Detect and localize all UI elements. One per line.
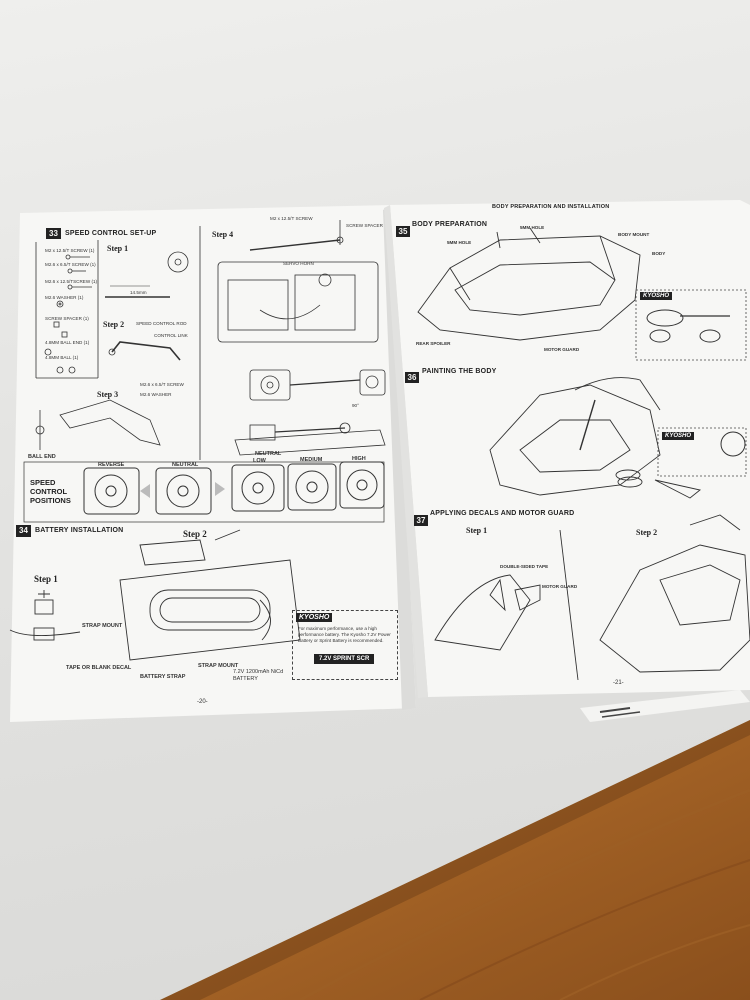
battery-strap-label: BATTERY STRAP <box>140 674 186 680</box>
section33-drawings <box>35 226 201 460</box>
speed-control-rod-label: SPEED CONTROL ROD <box>136 321 187 326</box>
body-label: BODY <box>652 251 666 256</box>
section-title-body-prep: BODY PREPARATION <box>412 221 488 228</box>
washer-step3-label: M2.6 WASHER <box>140 392 172 397</box>
part-6: 4.8MM BALL END (1) <box>45 340 90 345</box>
pos-medium: MEDIUM <box>300 457 323 463</box>
decals-step2: Step 2 <box>636 528 658 537</box>
part-3: M2.6 x 12.5/TSCREW (1) <box>45 279 98 284</box>
paper-scrap <box>580 690 750 722</box>
kyosho-logo-2: KYOSHO <box>640 292 673 300</box>
section-title-painting: PAINTING THE BODY <box>422 368 497 375</box>
right-header: BODY PREPARATION AND INSTALLATION <box>492 204 610 210</box>
part-1: M2 x 12.5/T SCREW (1) <box>45 248 95 253</box>
battery-step1: Step 1 <box>34 574 58 584</box>
speed-control-position-diagram <box>23 461 385 523</box>
control-link-label: CONTROL LINK <box>154 333 188 338</box>
motor-guard-label: MOTOR GUARD <box>544 347 580 352</box>
step4-label: Step 4 <box>212 230 234 239</box>
battery-step2: Step 2 <box>183 529 207 539</box>
pos-reverse: REVERSE <box>98 462 125 468</box>
part-7: 4.8MM BALL (1) <box>45 355 79 360</box>
body-mount-label: BODY MOUNT <box>618 232 650 237</box>
kyosho-note-box <box>292 610 398 680</box>
battery-label: 7.2V 1200mAh NiCd BATTERY <box>233 669 284 682</box>
tape-decal-label: TAPE OR BLANK DECAL <box>66 665 132 671</box>
step2-label: Step 2 <box>103 320 125 329</box>
screw-spacer-label: SCREW SPACER <box>346 223 383 228</box>
section-number-34: 34 <box>16 525 31 537</box>
battery-drawing <box>9 529 301 661</box>
motor-guard-label-2: MOTOR GUARD <box>542 584 578 589</box>
section-number-35: 35 <box>396 226 410 237</box>
strap-mount-label: STRAP MOUNT <box>82 623 123 629</box>
top-screw-label: M2 x 12.5/T SCREW <box>270 216 313 221</box>
right-page-number: -21- <box>613 680 624 686</box>
kyosho-logo: KYOSHO <box>296 613 333 622</box>
hole-label-1: 5MM HOLE <box>520 225 545 230</box>
step1-label: Step 1 <box>107 244 129 253</box>
kyosho-note-text: For maximum performance, use a high perf… <box>298 626 391 643</box>
step4-servo-drawing <box>217 220 386 456</box>
screw-step3-label: M2.6 x 6.5/T SCREW <box>140 382 184 387</box>
rear-spoiler-label: REAR SPOILER <box>416 341 451 346</box>
angle-label: 90° <box>352 403 359 408</box>
pos-high: HIGH <box>352 456 366 462</box>
section-number-36: 36 <box>405 372 419 383</box>
part-5: SCREW SPACER (1) <box>45 316 89 321</box>
pos-neutral: NEUTRAL <box>172 462 199 468</box>
left-page-number: -20- <box>197 699 208 705</box>
double-sided-tape-label: DOUBLE-SIDED TAPE <box>500 564 549 569</box>
part-4: M2.6 WASHER (1) <box>45 295 84 300</box>
hole-label-2: 5MM HOLE <box>447 240 472 245</box>
section-title-speed-control: SPEED CONTROL SET-UP <box>65 230 157 237</box>
battery-pack-image: 7.2V SPRINT SCR <box>314 654 375 664</box>
decals-step1: Step 1 <box>466 526 488 535</box>
step3-label: Step 3 <box>97 390 119 399</box>
kyosho-logo-3: KYOSHO <box>662 432 695 440</box>
section-number-37: 37 <box>414 515 428 526</box>
positions-label: SPEED CONTROL POSITIONS <box>30 478 71 505</box>
servo-horn-label: SERVO HORN <box>283 261 314 266</box>
dimension-label: 14.5mm <box>130 290 147 295</box>
ball-end-label: BALL END <box>28 454 56 460</box>
section-number-33: 33 <box>46 228 61 239</box>
pos-neutral-2: NEUTRAL <box>255 451 282 457</box>
part-2: M2.6 x 6.5/T SCREW (1) <box>45 262 96 267</box>
section-title-battery: BATTERY INSTALLATION <box>35 527 124 534</box>
section-title-decals: APPLYING DECALS AND MOTOR GUARD <box>430 510 575 517</box>
pos-low: LOW <box>253 458 266 464</box>
strap-mount-2-label: STRAP MOUNT <box>198 663 239 669</box>
